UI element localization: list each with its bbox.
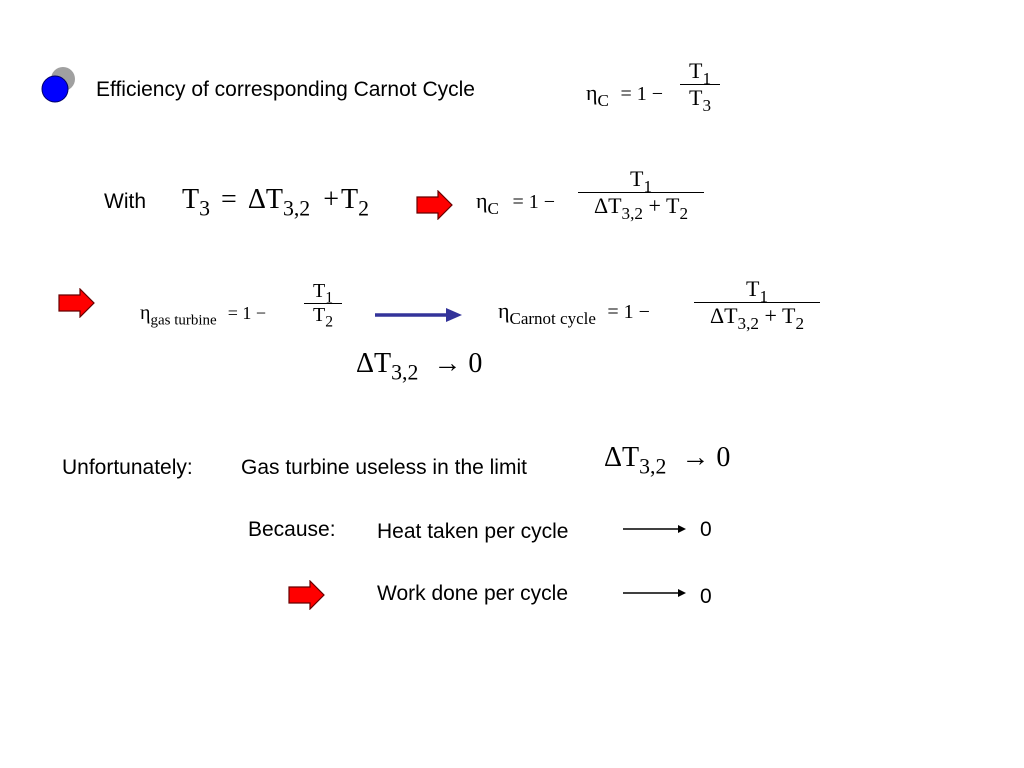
fraction-t1-over-t2: T1 T2 xyxy=(304,280,342,330)
unfortunately-label: Unfortunately: xyxy=(62,456,193,479)
useless-text: Gas turbine useless in the limit xyxy=(241,456,527,479)
fraction-t1-over-dt32-plus-t2: T1 ΔT3,2 + T2 xyxy=(578,166,704,222)
bullet-text: Efficiency of corresponding Carnot Cycle xyxy=(96,78,475,101)
heat-result: 0 xyxy=(700,518,712,541)
limit-dt32-to-zero: ΔT3,2 → 0 xyxy=(604,442,731,479)
work-result: 0 xyxy=(700,585,712,608)
red-block-arrow-icon xyxy=(416,189,454,225)
thin-right-arrow-icon xyxy=(622,522,688,541)
carnot-efficiency-expanded-equation: ηC = 1 − xyxy=(476,188,556,218)
because-label: Because: xyxy=(248,518,336,541)
long-right-arrow-icon xyxy=(374,306,464,329)
carnot-efficiency-equation: ηC = 1 − xyxy=(586,80,664,110)
carnot-cycle-efficiency-equation: ηCarnot cycle = 1 − xyxy=(498,298,650,328)
limit-dt32-to-zero: ΔT3,2 → 0 xyxy=(356,348,483,385)
fraction-t1-over-dt32-plus-t2: T1 ΔT3,2 + T2 xyxy=(694,276,820,332)
with-label: With xyxy=(104,190,146,213)
t3-definition-equation: T3 = ΔT3,2 +T2 xyxy=(182,184,370,221)
thin-right-arrow-icon xyxy=(622,586,688,605)
red-block-arrow-icon xyxy=(288,579,326,615)
heat-text: Heat taken per cycle xyxy=(377,520,569,543)
red-block-arrow-icon xyxy=(58,287,96,323)
work-text: Work done per cycle xyxy=(377,582,569,605)
fraction-t1-over-t3: T1 T3 xyxy=(680,58,720,114)
circle-bullet-icon xyxy=(40,66,80,106)
gas-turbine-efficiency-equation: ηgas turbine = 1 − xyxy=(140,302,267,329)
